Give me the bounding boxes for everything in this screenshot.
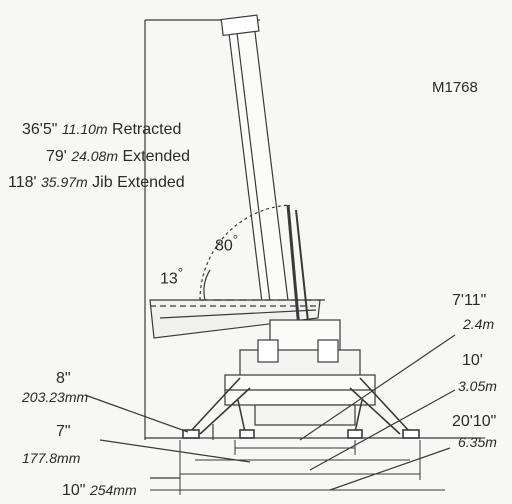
- height-metric: 35.97m: [41, 174, 88, 190]
- dim-right-2-imperial: 10': [462, 352, 483, 369]
- height-label-jib: 118' 35.97m Jib Extended: [8, 174, 185, 192]
- height-desc: Retracted: [112, 121, 182, 138]
- dim-left-2-imperial: 7": [56, 423, 71, 440]
- dim-left-1-imperial: 8": [56, 370, 71, 387]
- dim-left-2-metric: 177.8mm: [22, 450, 81, 466]
- angle-arc-13: [203, 269, 211, 301]
- height-desc: Jib Extended: [92, 174, 185, 191]
- height-imperial: 36'5": [22, 121, 58, 138]
- dim-right-3-metric: 6.35m: [458, 434, 497, 450]
- angle-label-80: 80°: [215, 232, 239, 255]
- dim-left-3: 10" 254mm: [62, 482, 137, 499]
- boom-raised: [220, 14, 291, 321]
- height-imperial: 79': [46, 148, 67, 165]
- dim-right-2-metric: 3.05m: [458, 378, 497, 394]
- boom-lowered: [149, 299, 321, 339]
- dim-left-1-metric: 203.23mm: [22, 389, 89, 405]
- bottom-dimension-lines: [150, 440, 445, 495]
- drawing-code: M1768: [432, 79, 478, 96]
- height-imperial: 118': [8, 174, 37, 191]
- outriggers: [182, 377, 420, 439]
- height-label-extended: 79' 24.08m Extended: [46, 148, 190, 166]
- dim-right-3-imperial: 20'10": [452, 413, 497, 430]
- dim-right-1-imperial: 7'11": [452, 292, 487, 309]
- height-desc: Extended: [122, 148, 191, 165]
- height-metric: 11.10m: [61, 121, 108, 137]
- dim-right-1-metric: 2.4m: [463, 316, 495, 332]
- angle-arc-80: [199, 204, 291, 301]
- angle-label-13: 13°: [160, 265, 184, 288]
- height-metric: 24.08m: [71, 148, 119, 164]
- height-label-retracted: 36'5" 11.10m Retracted: [22, 121, 181, 139]
